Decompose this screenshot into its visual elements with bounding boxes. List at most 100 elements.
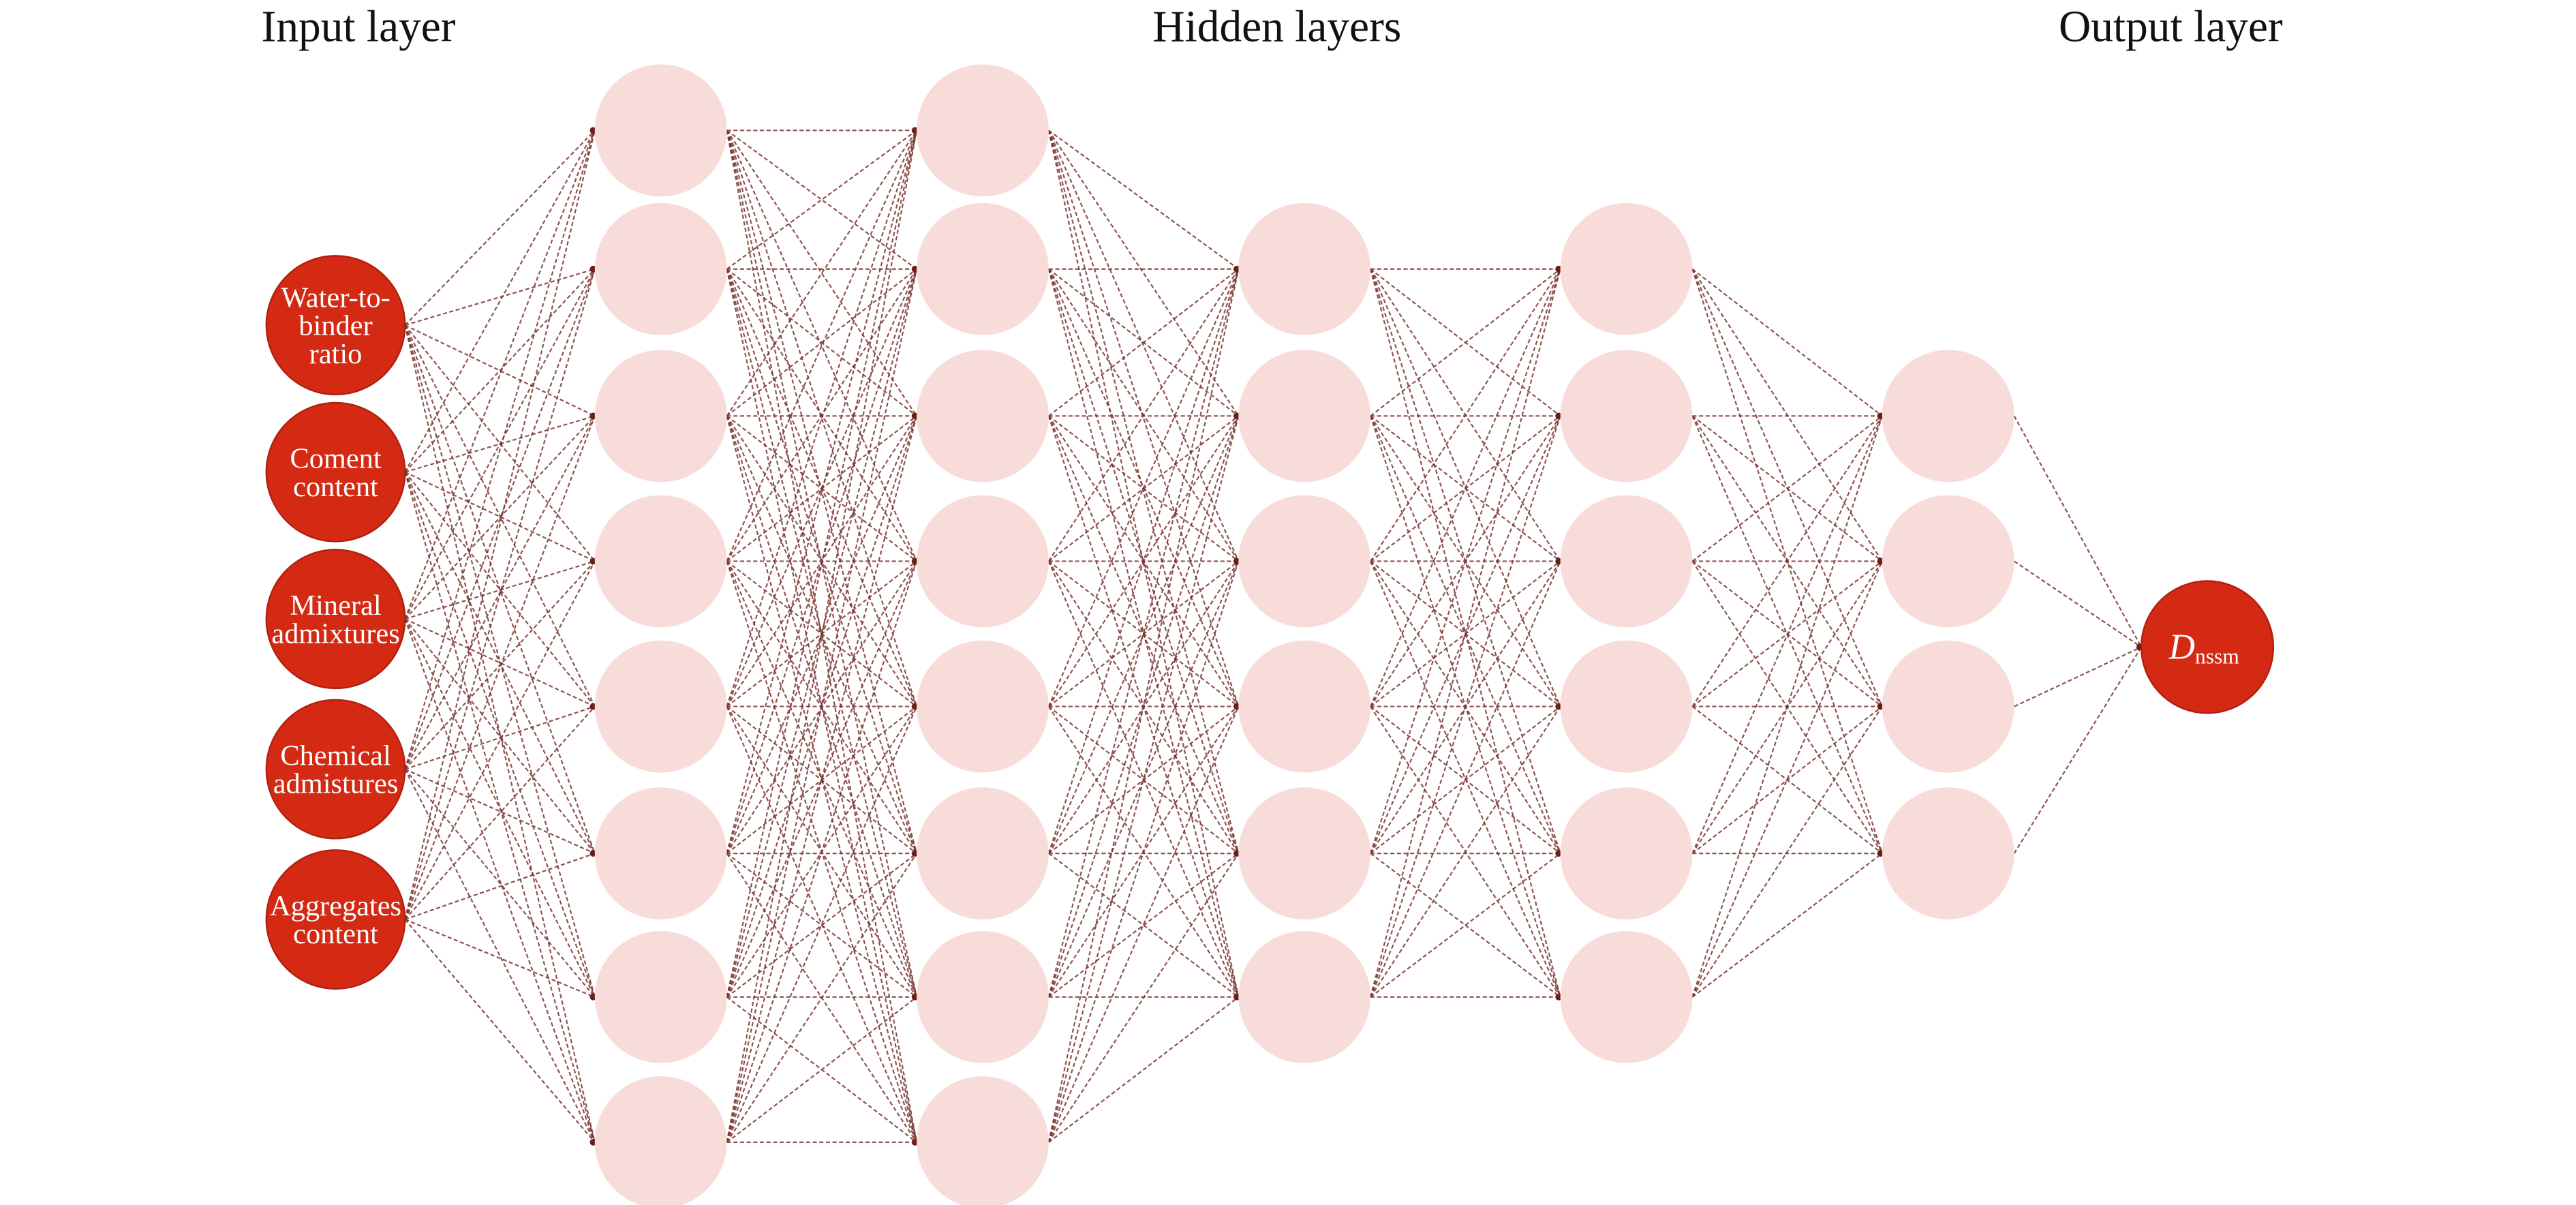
hidden-node [1238,930,1371,1063]
arrow-head [1555,558,1563,565]
arrow-head [1877,703,1884,710]
input-layer-header: Input layer [262,3,456,52]
arrow-head [911,412,919,420]
arrow-head [911,1139,919,1146]
hidden-node [917,495,1049,628]
hidden-node [594,202,727,335]
hidden-node [1560,495,1693,628]
connection-edge [1047,561,1240,1143]
connection-edge [1370,705,1561,854]
connection-edge [726,130,918,998]
arrow-head [911,703,919,710]
hidden-node [917,640,1049,773]
connection-edge [1691,415,1883,562]
connection-edge [1370,415,1561,854]
arrow-head [1555,412,1563,420]
hidden-node [594,64,727,197]
connection-edge [1048,415,1240,562]
output-symbol: D [2168,626,2195,667]
connection-edge [1047,415,1240,854]
connection-edge [1047,269,1240,562]
connection-edge [726,129,918,707]
connection-edge [404,471,596,707]
arrow-head [589,412,597,420]
connection-edge [726,705,917,854]
arrow-head [911,558,919,565]
connection-edge [1370,853,1561,998]
connection-edge [404,853,596,921]
connection-edge [1370,269,1561,854]
output-subscript: nssm [2195,645,2239,669]
hidden-node [1560,640,1693,773]
connection-edge [1691,268,1883,417]
connection-edge [404,324,596,854]
arrow-head [911,993,919,1001]
input-node-label: Water-to- [281,281,390,314]
connection-edge [404,705,596,920]
arrow-head [1555,265,1563,273]
hidden-node [1238,350,1371,483]
connection-edge [404,618,596,854]
connection-edge [1691,415,1883,707]
connection-edge [404,768,596,998]
connection-edge [1047,129,1240,707]
arrow-head [589,993,597,1001]
arrow-head [911,265,919,273]
connection-edge [1047,129,1240,562]
hidden-node [917,350,1049,483]
connection-edge [404,129,596,473]
connection-edge [726,269,917,562]
connection-edge [1048,129,1239,270]
input-node-label: Coment [290,443,381,475]
hidden-node [594,930,727,1063]
connection-edge [1691,415,1883,854]
connection-edge [1691,269,1883,562]
input-node-label: Mineral [290,590,381,622]
connection-edge [1047,269,1240,854]
hidden-node [917,1076,1049,1205]
connection-edge [726,129,918,562]
connection-edge [1048,853,1240,998]
hidden-node [1560,930,1693,1063]
connection-edge [726,996,917,1143]
hidden-node [594,640,727,773]
connection-edge [404,324,596,417]
connection-edge [1047,129,1240,416]
connections [404,127,2143,1146]
connection-edge [1047,269,1240,707]
connection-edge [404,560,596,770]
hidden-node [1882,350,2014,483]
input-node-label: content [293,471,378,503]
input-node-label: content [293,918,378,950]
connection-edge [404,471,596,562]
connection-edge [404,919,596,1143]
connection-edge [404,560,596,920]
input-node-label: Aggregates [270,890,401,922]
arrow-head [589,703,597,710]
connection-edge [1691,705,1883,854]
input-node-label: Chemical [280,740,390,772]
hidden-node [1560,202,1693,335]
connection-edge [1048,996,1240,1143]
arrow-head [911,850,919,857]
connection-edge [726,129,918,707]
connection-edge [404,618,596,998]
connection-edge [726,853,917,1143]
output-node: Dnssm [2140,580,2275,714]
connection-edge [404,415,596,920]
connection-edge [404,129,596,326]
connection-edge [726,269,918,707]
input-node-label: admixtures [271,617,399,650]
connection-edge [404,472,596,854]
svg-text:Dnssm: Dnssm [2168,626,2239,668]
input-node-label: admistures [273,768,399,800]
arrow-head [589,265,597,273]
connection-edge [1048,705,1240,854]
connection-edge [726,130,918,854]
